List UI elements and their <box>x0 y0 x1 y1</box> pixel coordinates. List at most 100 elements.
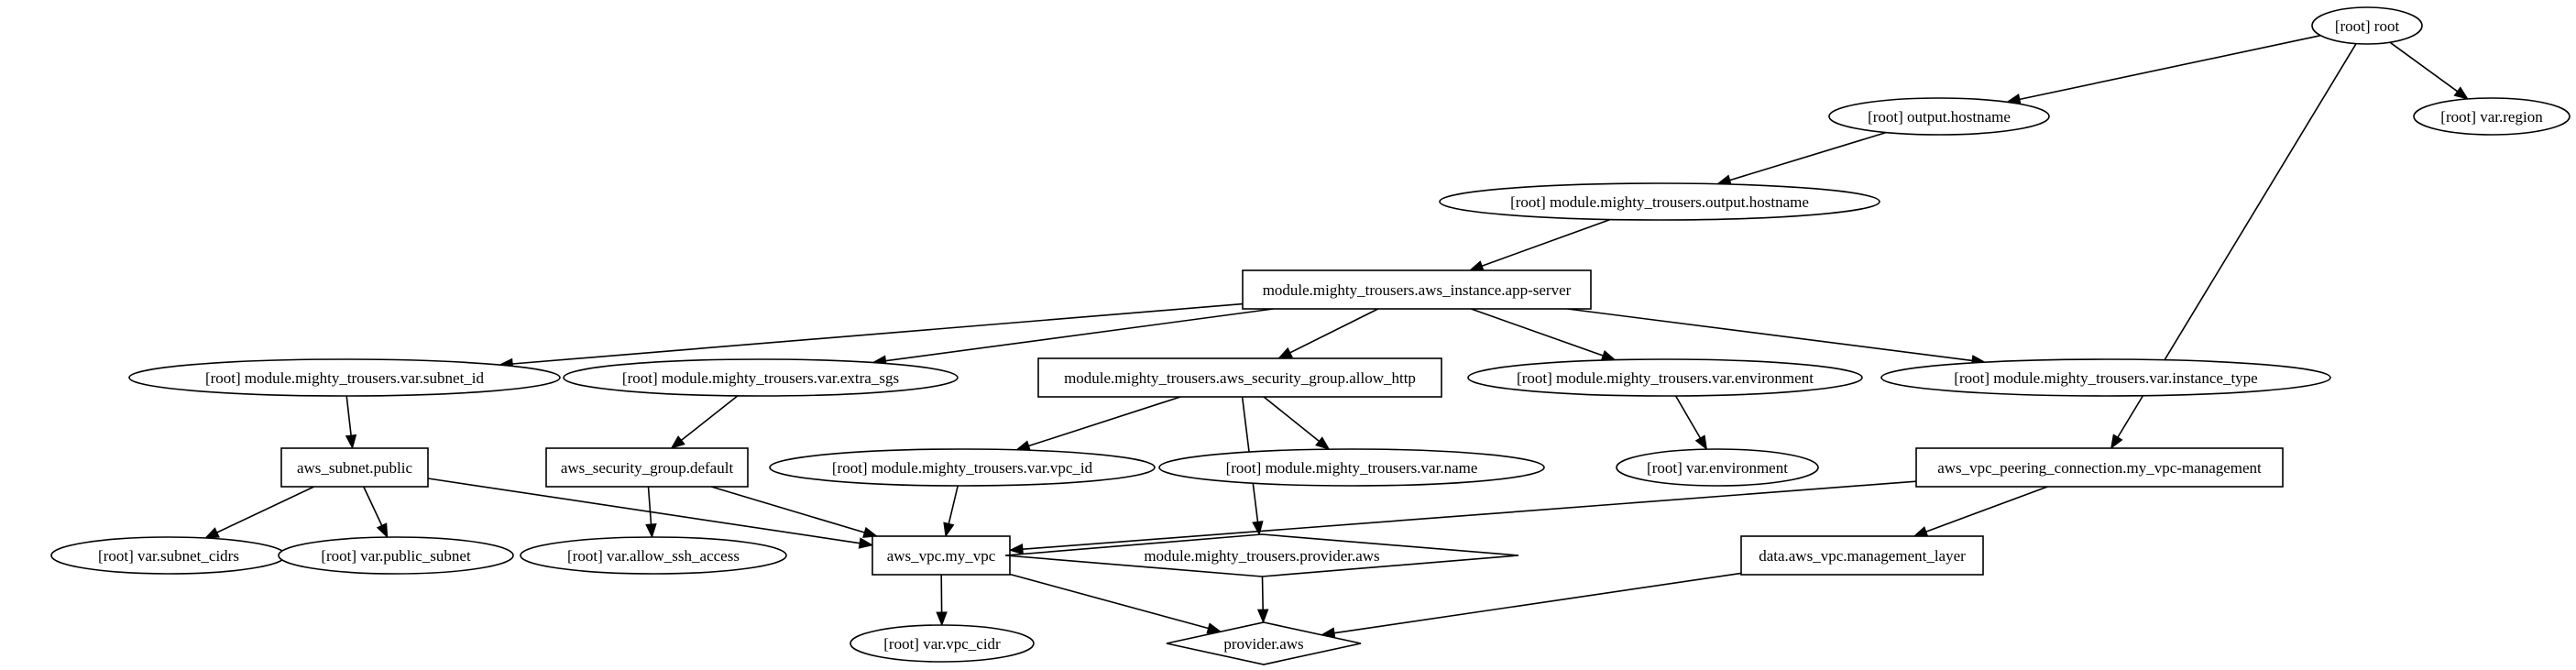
edge-root-to-output_hostname <box>2019 34 2321 101</box>
arrowhead-icon <box>203 527 220 539</box>
node-label: [root] var.environment <box>1647 459 1788 477</box>
edge-sg_default-to-vpc_my_vpc <box>710 486 865 533</box>
node-mod-var-environment[interactable]: [root] module.mighty_trousers.var.enviro… <box>1467 358 1863 397</box>
edge-app_server-to-mod_var_environment <box>1471 308 1604 357</box>
edges-layer <box>203 34 2470 639</box>
edge-mod_var_subnet_id-to-subnet_public <box>345 395 352 436</box>
node-label: [root] module.mighty_trousers.var.extra_… <box>622 369 899 387</box>
node-label: [root] module.mighty_trousers.var.instan… <box>1954 369 2257 387</box>
edge-subnet_public-to-vpc_my_vpc <box>427 478 860 544</box>
arrowhead-icon <box>1008 544 1024 555</box>
node-mod-var-instance-type[interactable]: [root] module.mighty_trousers.var.instan… <box>1880 358 2331 397</box>
node-shape <box>871 535 1011 576</box>
node-shape <box>280 447 429 488</box>
node-label: [root] var.public_subnet <box>321 547 471 565</box>
arrowhead-icon <box>2453 86 2470 100</box>
edge-output_hostname-to-mod_output_hostname <box>1729 131 1887 181</box>
node-root[interactable]: [root] root <box>2311 6 2423 45</box>
node-vpc-peering[interactable]: aws_vpc_peering_connection.my_vpc-manage… <box>1915 447 2284 488</box>
node-shape <box>2413 97 2571 136</box>
node-var-subnet-cidrs[interactable]: [root] var.subnet_cidrs <box>50 536 287 575</box>
node-shape <box>520 536 787 575</box>
node-mod-output-hostname[interactable]: [root] module.mighty_trousers.output.hos… <box>1439 182 1880 221</box>
node-var-region[interactable]: [root] var.region <box>2413 97 2571 136</box>
node-shape <box>1740 535 1984 576</box>
node-shape <box>1037 357 1442 398</box>
node-label: [root] module.mighty_trousers.output.hos… <box>1510 193 1809 211</box>
arrowhead-icon <box>1256 609 1269 624</box>
node-shape <box>1242 269 1592 310</box>
node-label: module.mighty_trousers.provider.aws <box>1144 547 1379 565</box>
node-subnet-public[interactable]: aws_subnet.public <box>280 447 429 488</box>
node-label: [root] module.mighty_trousers.var.enviro… <box>1517 369 1814 387</box>
arrowhead-icon <box>1277 346 1293 359</box>
node-app-server[interactable]: module.mighty_trousers.aws_instance.app-… <box>1242 269 1592 310</box>
edge-sg_allow_http-to-mod_var_vpc_id <box>1028 396 1181 447</box>
node-mod-var-extra-sgs[interactable]: [root] module.mighty_trousers.var.extra_… <box>563 358 959 397</box>
node-shape <box>1616 448 1819 487</box>
edge-app_server-to-mod_var_instance_type <box>1567 308 1973 362</box>
node-sg-default[interactable]: aws_security_group.default <box>545 447 749 488</box>
node-shape <box>1467 358 1863 397</box>
edge-app_server-to-mod_var_subnet_id <box>512 302 1244 365</box>
node-label: [root] var.subnet_cidrs <box>98 547 239 565</box>
node-shape <box>1158 448 1545 487</box>
node-label: data.aws_vpc.management_layer <box>1759 547 1966 565</box>
node-shape <box>2311 6 2423 45</box>
node-output-hostname[interactable]: [root] output.hostname <box>1828 97 2050 136</box>
arrowhead-icon <box>670 435 685 449</box>
node-shape <box>850 624 1035 663</box>
edge-vpc_peering-to-vpc_my_vpc <box>1022 480 1917 550</box>
node-label: module.mighty_trousers.aws_security_grou… <box>1064 369 1416 387</box>
node-label: [root] var.vpc_cidr <box>883 635 1001 653</box>
edge-data_mgmt_layer-to-provider_aws <box>1333 572 1742 634</box>
node-shape <box>128 358 561 397</box>
node-label: provider.aws <box>1223 635 1303 653</box>
node-var-vpc-cidr[interactable]: [root] var.vpc_cidr <box>850 624 1035 663</box>
node-shape <box>769 448 1156 487</box>
arrowhead-icon <box>1913 526 1929 537</box>
node-shape <box>278 536 514 575</box>
node-provider-aws[interactable]: provider.aws <box>1166 621 1362 665</box>
node-shape <box>1915 447 2284 488</box>
node-shape <box>1828 97 2050 136</box>
arrowhead-icon <box>936 611 948 627</box>
edge-mod_var_environment-to-var_environment <box>1674 395 1702 439</box>
node-shape <box>545 447 749 488</box>
node-label: [root] module.mighty_trousers.var.subnet… <box>205 369 485 387</box>
node-label: aws_subnet.public <box>297 459 413 477</box>
node-label: aws_security_group.default <box>561 459 734 477</box>
node-label: [root] module.mighty_trousers.var.vpc_id <box>832 459 1093 477</box>
node-mod-var-vpc-id[interactable]: [root] module.mighty_trousers.var.vpc_id <box>769 448 1156 487</box>
arrowhead-icon <box>862 526 879 538</box>
edge-vpc_my_vpc-to-provider_aws <box>1009 573 1209 630</box>
node-mod-provider-aws[interactable]: module.mighty_trousers.provider.aws <box>1004 533 1519 577</box>
node-mod-var-subnet-id[interactable]: [root] module.mighty_trousers.var.subnet… <box>128 358 561 397</box>
node-var-environment[interactable]: [root] var.environment <box>1616 448 1819 487</box>
node-var-allow-ssh[interactable]: [root] var.allow_ssh_access <box>520 536 787 575</box>
node-label: aws_vpc.my_vpc <box>887 547 996 565</box>
edge-sg_default-to-var_allow_ssh <box>647 486 652 525</box>
arrowhead-icon <box>1694 434 1708 451</box>
node-sg-allow-http[interactable]: module.mighty_trousers.aws_security_grou… <box>1037 357 1442 398</box>
node-label: aws_vpc_peering_connection.my_vpc-manage… <box>1937 459 2262 477</box>
node-shape <box>1439 182 1880 221</box>
arrowhead-icon <box>1600 349 1617 361</box>
node-shape <box>1004 533 1519 577</box>
node-var-public-subnet[interactable]: [root] var.public_subnet <box>278 536 514 575</box>
node-label: [root] output.hostname <box>1868 108 2011 126</box>
arrowhead-icon <box>858 537 874 549</box>
node-vpc-my-vpc[interactable]: aws_vpc.my_vpc <box>871 535 1011 576</box>
edge-subnet_public-to-var_public_subnet <box>363 486 383 526</box>
edge-app_server-to-mod_var_extra_sgs <box>885 308 1274 362</box>
arrowhead-icon <box>645 523 657 539</box>
node-shape <box>1166 621 1362 665</box>
node-data-mgmt-layer[interactable]: data.aws_vpc.management_layer <box>1740 535 1984 576</box>
node-label: [root] root <box>2335 17 2400 35</box>
arrowhead-icon <box>943 522 955 538</box>
node-label: [root] module.mighty_trousers.var.name <box>1226 459 1478 477</box>
arrowhead-icon <box>1252 521 1264 536</box>
arrowhead-icon <box>1468 260 1485 271</box>
node-mod-var-name[interactable]: [root] module.mighty_trousers.var.name <box>1158 448 1545 487</box>
